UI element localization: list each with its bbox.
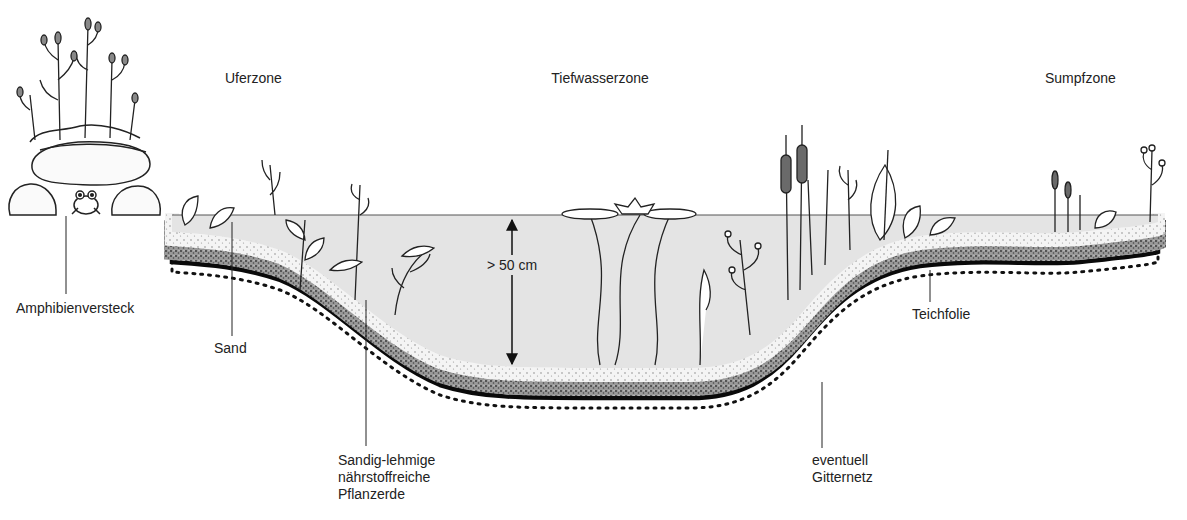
marsh-plants — [781, 125, 1165, 300]
shallow-plants — [182, 160, 434, 315]
zone-label: Uferzone — [225, 70, 282, 87]
amphibian-hideout — [9, 125, 160, 215]
depth-arrow — [511, 220, 513, 364]
zone-label: Sumpfzone — [1045, 70, 1116, 87]
part-label: eventuell Gitternetz — [812, 452, 902, 486]
leader-lines — [66, 216, 930, 448]
bank-plants — [17, 18, 138, 140]
part-label: Teichfolie — [912, 306, 970, 323]
part-label: Sandig-lehmige nährstoffreiche Pflanzerd… — [338, 452, 463, 503]
dimension-label: > 50 cm — [484, 257, 540, 274]
sand-layer — [172, 213, 1158, 375]
water-lily — [562, 198, 761, 365]
pond-layers — [172, 213, 1158, 408]
zone-label: Tiefwasserzone — [551, 70, 649, 87]
frog — [72, 191, 100, 214]
part-label: Sand — [214, 340, 247, 357]
water — [172, 215, 1158, 368]
part-label: Amphibienversteck — [16, 300, 134, 317]
